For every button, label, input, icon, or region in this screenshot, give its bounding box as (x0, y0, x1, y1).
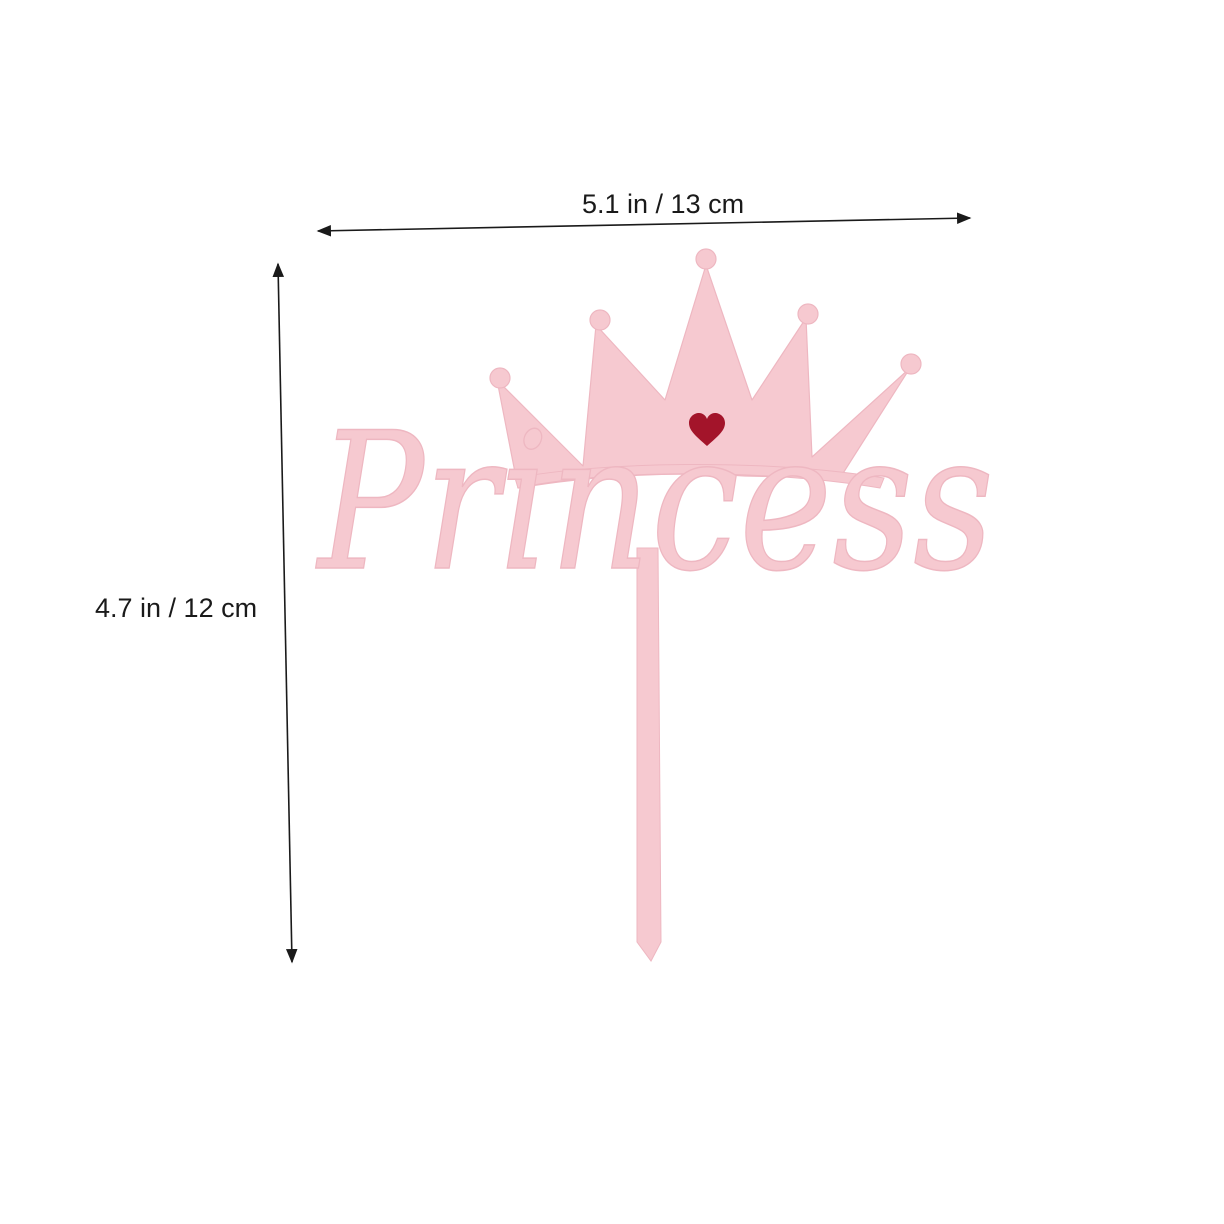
width-dimension-label: 5.1 in / 13 cm (582, 189, 745, 219)
topper-word: Princess (316, 392, 994, 613)
heart-icon (689, 413, 725, 446)
width-arrow (316, 212, 972, 237)
height-dimension-label: 4.7 in / 12 cm (95, 593, 258, 623)
crown-icon (489, 248, 922, 489)
height-arrow (272, 262, 298, 964)
topper-stick (636, 547, 662, 962)
